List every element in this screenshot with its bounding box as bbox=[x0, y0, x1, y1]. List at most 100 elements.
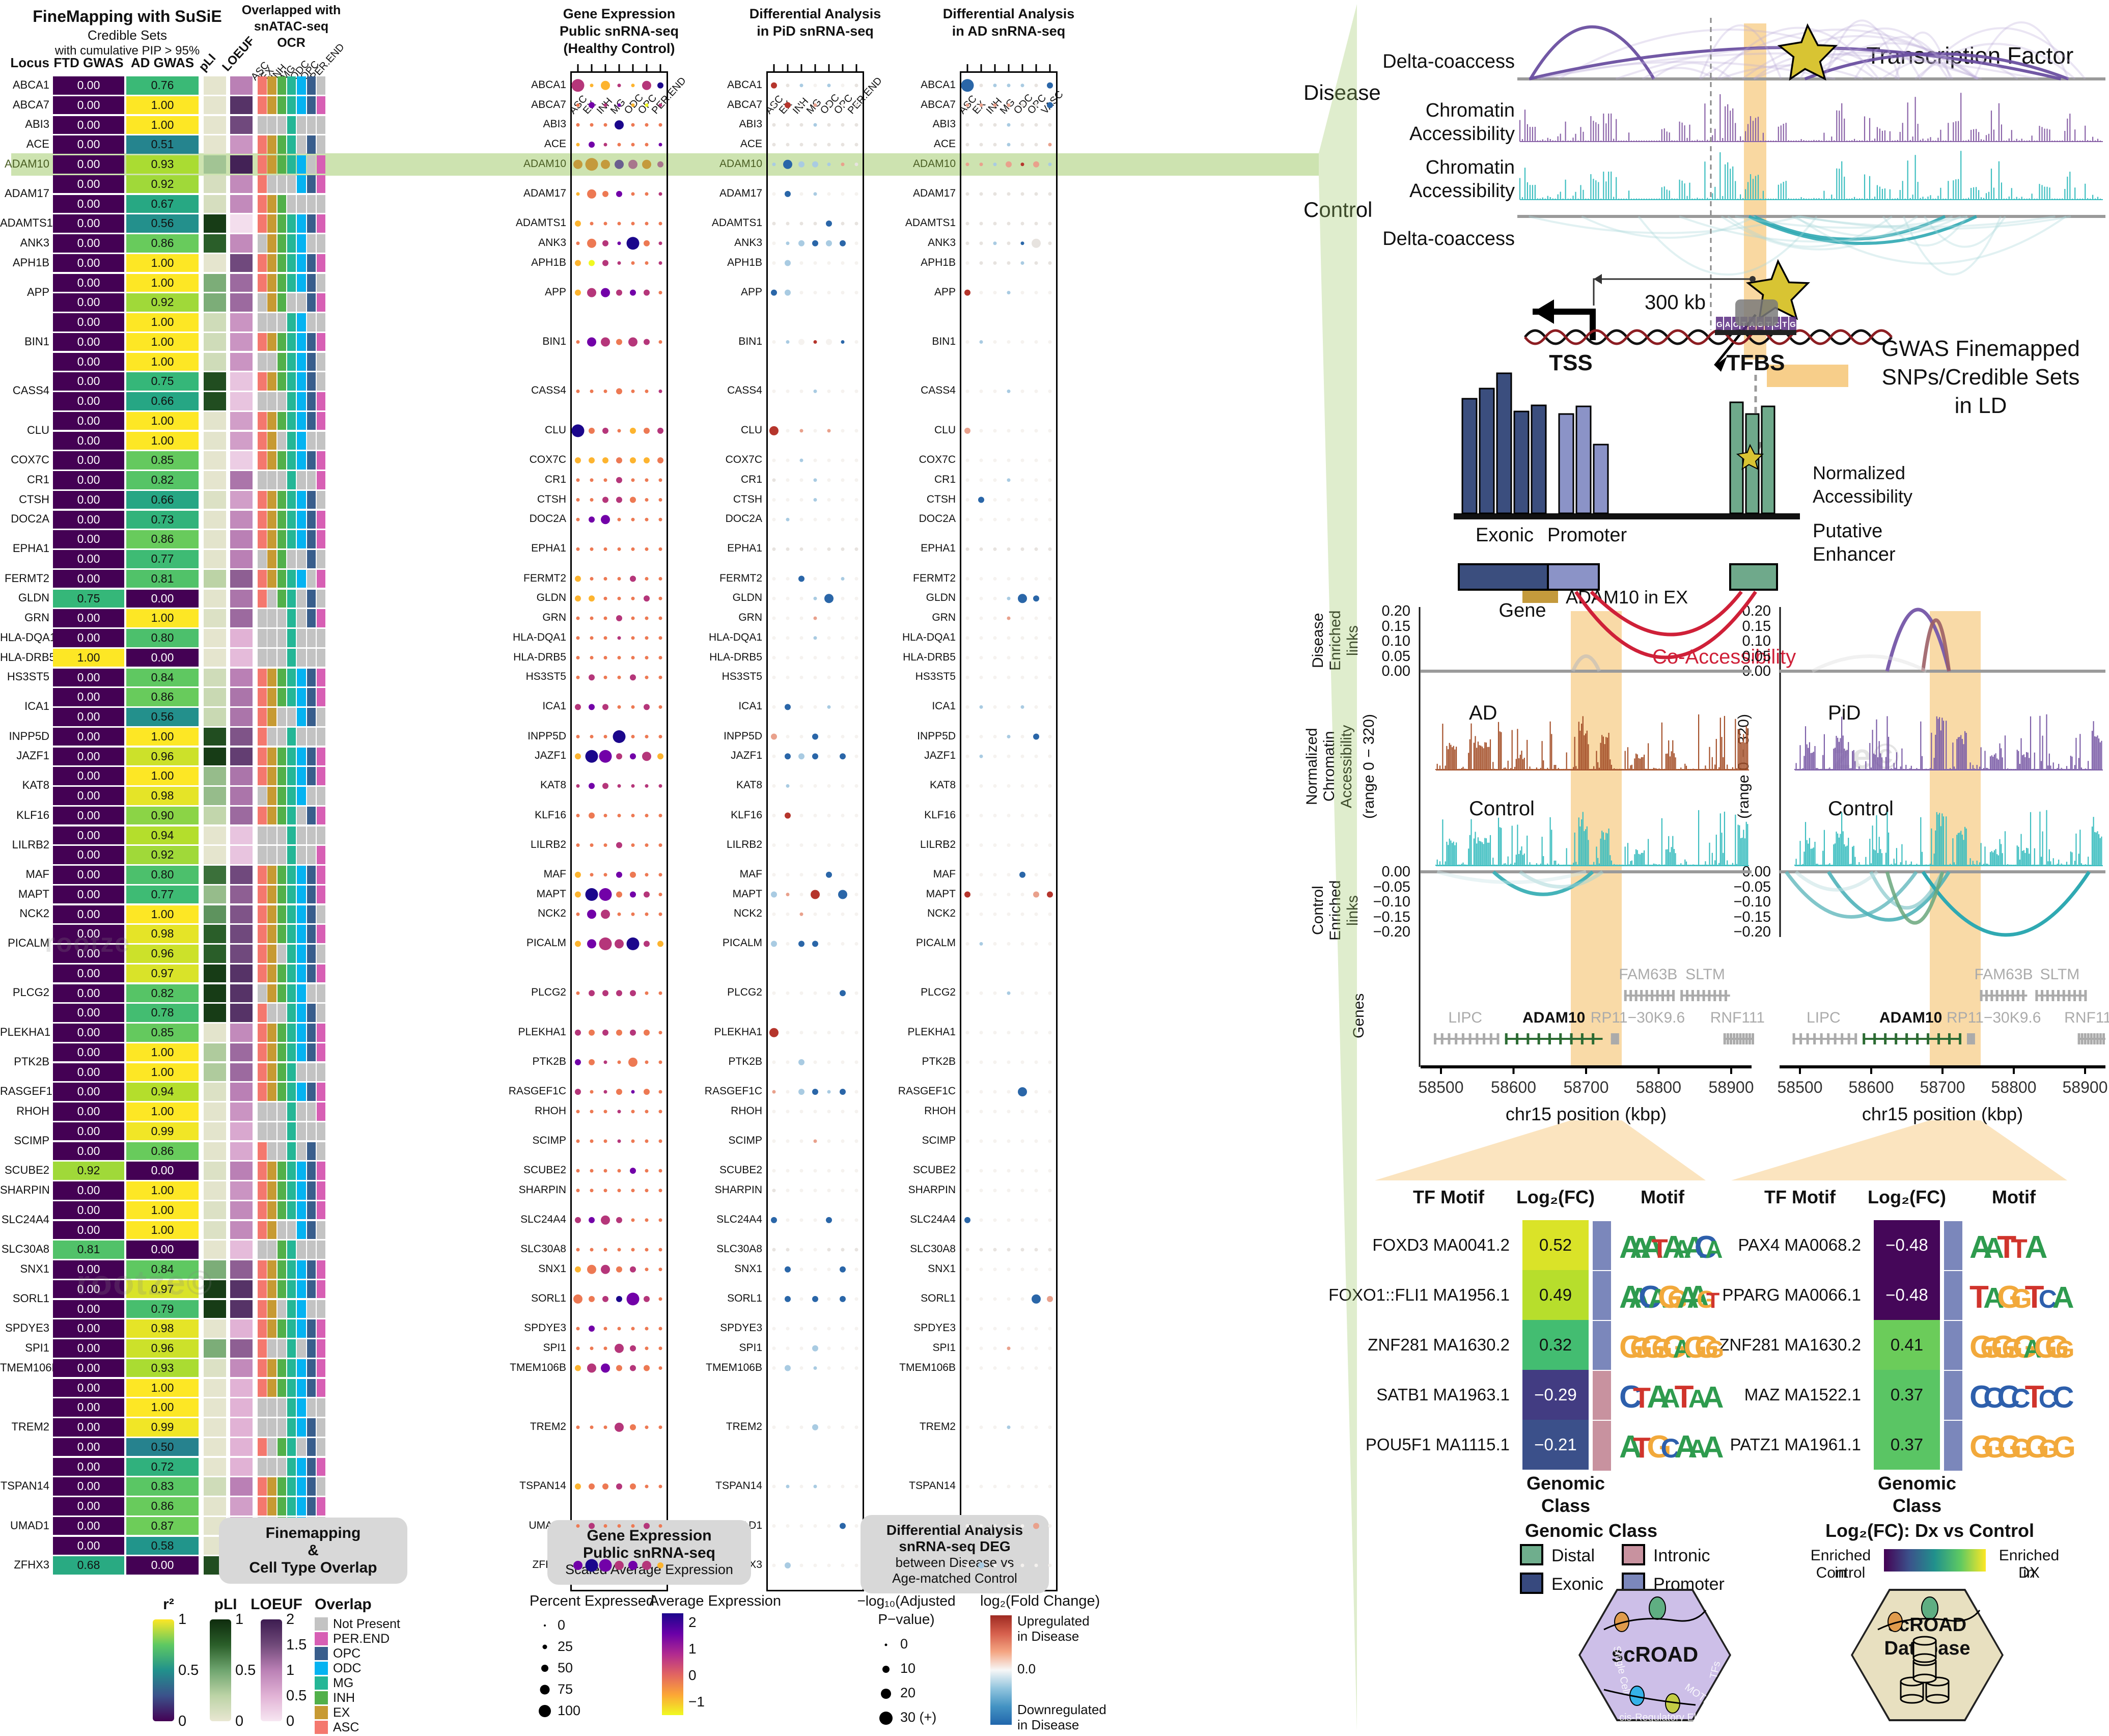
loeuf-cell bbox=[230, 866, 253, 884]
pli-cell bbox=[204, 550, 226, 568]
ocr-cell bbox=[307, 747, 316, 765]
ocr-cell bbox=[316, 846, 326, 864]
ocr-cell bbox=[267, 688, 276, 706]
ocr-cell bbox=[297, 648, 306, 667]
ocr-cell bbox=[297, 806, 306, 825]
ocr-cell bbox=[267, 846, 276, 864]
ad-pip-cell: 0.51 bbox=[126, 135, 199, 154]
pli-cell bbox=[204, 589, 226, 608]
pli-cell bbox=[204, 510, 226, 529]
ocr-cell bbox=[297, 708, 306, 726]
ocr-cell bbox=[267, 431, 276, 450]
ocr-cell bbox=[316, 747, 326, 765]
ocr-cell bbox=[267, 234, 276, 253]
ocr-cell bbox=[307, 905, 316, 923]
locus-label: ADAM10 bbox=[4, 157, 49, 170]
ad-pip-cell: 1.00 bbox=[126, 116, 199, 134]
ocr-cell bbox=[307, 254, 316, 272]
ocr-cell bbox=[267, 293, 276, 312]
ocr-cell bbox=[316, 195, 326, 213]
loeuf-cell bbox=[230, 411, 253, 430]
loeuf-cell bbox=[230, 629, 253, 647]
ocr-cell bbox=[277, 787, 287, 805]
ad-pip-cell: 0.00 bbox=[126, 589, 199, 608]
ocr-cell bbox=[267, 629, 276, 647]
ad-pip-cell: 0.98 bbox=[126, 787, 199, 805]
ocr-cell bbox=[287, 431, 296, 450]
locus-label: FERMT2 bbox=[5, 571, 49, 585]
ocr-cell bbox=[287, 214, 296, 233]
ocr-cell bbox=[307, 668, 316, 686]
ocr-cell bbox=[297, 96, 306, 115]
ocr-cell bbox=[287, 806, 296, 825]
ocr-cell bbox=[287, 313, 296, 332]
ocr-cell bbox=[297, 135, 306, 154]
pli-cell bbox=[204, 826, 226, 844]
ocr-cell bbox=[297, 609, 306, 627]
ad-pip-cell: 0.86 bbox=[126, 530, 199, 548]
pli-cell bbox=[204, 727, 226, 746]
ocr-cell bbox=[297, 234, 306, 253]
ftd-pip-cell: 0.00 bbox=[53, 76, 124, 95]
ocr-cell bbox=[277, 708, 287, 726]
ocr-cell bbox=[258, 76, 267, 95]
locus-label: MAF bbox=[25, 867, 49, 880]
pli-cell bbox=[204, 411, 226, 430]
ftd-pip-cell: 0.00 bbox=[53, 451, 124, 470]
pli-cell bbox=[204, 490, 226, 509]
ocr-cell bbox=[307, 767, 316, 785]
ocr-cell bbox=[297, 826, 306, 844]
ocr-cell bbox=[267, 905, 276, 923]
loeuf-cell bbox=[230, 254, 253, 272]
pli-cell bbox=[204, 885, 226, 904]
ocr-cell bbox=[297, 155, 306, 174]
finemapping-title: FineMapping with SuSiE bbox=[33, 7, 222, 25]
ad-pip-cell: 0.77 bbox=[126, 550, 199, 568]
ocr-cell bbox=[277, 234, 287, 253]
ocr-cell bbox=[316, 175, 326, 194]
ocr-cell bbox=[287, 392, 296, 410]
finemapping-subtitle2: with cumulative PIP > 95% bbox=[54, 44, 200, 58]
loeuf-cell bbox=[230, 135, 253, 154]
pli-cell bbox=[204, 530, 226, 548]
ocr-cell bbox=[297, 175, 306, 194]
ocr-cell bbox=[267, 668, 276, 686]
pli-cell bbox=[204, 352, 226, 371]
pli-cell bbox=[204, 372, 226, 391]
finemapping-subtitle1: Credible Sets bbox=[87, 27, 168, 43]
ocr-cell bbox=[307, 510, 316, 529]
ad-pip-cell: 0.92 bbox=[126, 846, 199, 864]
ad-pip-cell: 0.76 bbox=[126, 76, 199, 95]
ocr-cell bbox=[287, 411, 296, 430]
ocr-cell bbox=[287, 273, 296, 292]
ocr-cell bbox=[287, 333, 296, 351]
ocr-cell bbox=[307, 135, 316, 154]
ocr-cell bbox=[307, 411, 316, 430]
ftd-pip-cell: 0.00 bbox=[53, 866, 124, 884]
ocr-cell bbox=[267, 471, 276, 489]
ocr-cell bbox=[258, 668, 267, 686]
ocr-cell bbox=[287, 747, 296, 765]
pli-cell bbox=[204, 214, 226, 233]
ad-pip-cell: 0.94 bbox=[126, 826, 199, 844]
ocr-cell bbox=[297, 727, 306, 746]
ocr-cell bbox=[277, 510, 287, 529]
ocr-title-line: Overlapped with bbox=[241, 3, 341, 17]
ocr-cell bbox=[297, 668, 306, 686]
loeuf-cell bbox=[230, 471, 253, 489]
ocr-cell bbox=[297, 747, 306, 765]
ocr-cell bbox=[316, 727, 326, 746]
ocr-cell bbox=[297, 411, 306, 430]
ocr-cell bbox=[277, 806, 287, 825]
locus-label: ABI3 bbox=[25, 118, 49, 131]
pli-cell bbox=[204, 806, 226, 825]
ftd-pip-cell: 0.00 bbox=[53, 668, 124, 686]
ocr-cell bbox=[307, 471, 316, 489]
ocr-cell bbox=[297, 490, 306, 509]
pli-cell bbox=[204, 451, 226, 470]
ocr-cell bbox=[316, 155, 326, 174]
ftd-pip-cell: 0.00 bbox=[53, 273, 124, 292]
ocr-cell bbox=[287, 826, 296, 844]
ocr-cell bbox=[297, 629, 306, 647]
ocr-cell bbox=[316, 490, 326, 509]
